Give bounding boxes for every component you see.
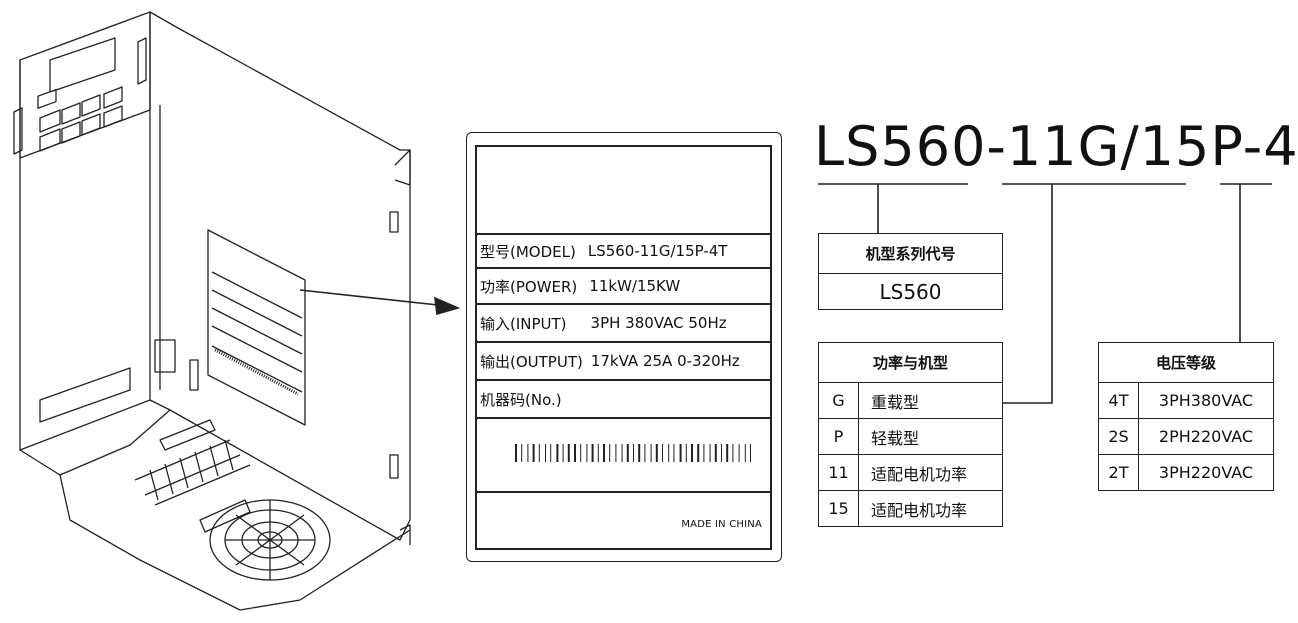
barcode-bar [574, 444, 576, 462]
barcode-bar [668, 444, 670, 462]
barcode-bar [655, 444, 658, 462]
barcode-bar [609, 444, 611, 462]
inverter-device-illustration [13, 11, 411, 611]
barcode-bar [603, 444, 605, 462]
model-code-title: LS560-11G/15P-4T [814, 115, 1298, 178]
barcode-bar [650, 444, 652, 462]
barcode-bar [697, 444, 700, 462]
power-code: P [818, 418, 859, 455]
power-desc: 适配电机功率 [858, 490, 1003, 527]
made-in-label: MADE IN CHINA [681, 519, 762, 530]
nameplate-key: 型号(MODEL) [480, 242, 576, 261]
barcode-bar [580, 444, 582, 462]
barcode-bar [714, 444, 717, 462]
series-code-table: 机型系列代号 LS560 [818, 233, 1003, 310]
voltage-code: 2T [1098, 454, 1139, 491]
barcode-bar [538, 444, 540, 462]
barcode-bar [679, 444, 682, 462]
nameplate-key: 机器码(No.) [480, 390, 562, 409]
barcode-bar [527, 444, 529, 462]
barcode-bar [638, 444, 641, 462]
power-code: 15 [818, 490, 859, 527]
nameplate-row-model: 型号(MODEL) LS560-11G/15P-4T [477, 235, 770, 269]
nameplate-row-output: 输出(OUTPUT) 17kVA 25A 0-320Hz [477, 343, 770, 381]
voltage-code: 2S [1098, 418, 1139, 455]
voltage-level-header: 电压等级 [1098, 342, 1274, 383]
barcode-bar [750, 444, 751, 462]
barcode-bar [597, 444, 599, 462]
power-desc: 适配电机功率 [858, 454, 1003, 491]
nameplate-value: 3PH 380VAC 50Hz [590, 314, 727, 332]
nameplate: 型号(MODEL) LS560-11G/15P-4T 功率(POWER) 11k… [466, 132, 782, 562]
barcode-bar [726, 444, 729, 462]
barcode-bar [567, 444, 570, 462]
voltage-desc: 3PH380VAC [1138, 382, 1274, 419]
barcode-bar [615, 444, 617, 462]
voltage-desc: 3PH220VAC [1138, 454, 1274, 491]
nameplate-row-power: 功率(POWER) 11kW/15KW [477, 269, 770, 305]
voltage-code: 4T [1098, 382, 1139, 419]
barcode-bar [644, 444, 646, 462]
nameplate-key: 输出(OUTPUT) [480, 352, 583, 371]
barcode-bar [744, 444, 746, 462]
power-code: G [818, 382, 859, 419]
barcode-bar [591, 444, 594, 462]
barcode-bar [703, 444, 705, 462]
nameplate-value: 11kW/15KW [589, 277, 681, 295]
power-type-header: 功率与机型 [818, 342, 1003, 383]
nameplate-key: 输入(INPUT) [480, 314, 567, 333]
barcode-bar [562, 444, 564, 462]
barcode-bar [621, 444, 623, 462]
series-code-header: 机型系列代号 [818, 233, 1003, 274]
nameplate-key: 功率(POWER) [480, 277, 578, 296]
nameplate-barcode-row [477, 419, 770, 493]
power-desc: 重载型 [858, 382, 1003, 419]
power-leader [1003, 184, 1053, 404]
voltage-desc: 2PH220VAC [1138, 418, 1274, 455]
barcode-bar [545, 444, 546, 462]
nameplate-row-input: 输入(INPUT) 3PH 380VAC 50Hz [477, 305, 770, 343]
barcode-bar [662, 444, 663, 462]
series-code-value: LS560 [818, 273, 1003, 310]
barcode-bar [673, 444, 675, 462]
nameplate-row-serial: 机器码(No.) [477, 381, 770, 419]
nameplate-value: LS560-11G/15P-4T [587, 242, 728, 260]
barcode-bar [709, 444, 711, 462]
barcode-bar [532, 444, 535, 462]
barcode-bar [738, 444, 740, 462]
barcode-bar [732, 444, 734, 462]
barcode-bar [550, 444, 552, 462]
barcode-bar [521, 444, 523, 462]
barcode-bar [626, 444, 629, 462]
nameplate-blank-top [477, 147, 770, 235]
nameplate-frame: 型号(MODEL) LS560-11G/15P-4T 功率(POWER) 11k… [475, 145, 772, 550]
barcode-image [515, 444, 751, 462]
barcode-bar [691, 444, 693, 462]
power-desc: 轻载型 [858, 418, 1003, 455]
barcode-bar [633, 444, 634, 462]
barcode-bar [586, 444, 588, 462]
barcode-bar [556, 444, 559, 462]
barcode-bar [721, 444, 722, 462]
power-code: 11 [818, 454, 859, 491]
barcode-bar [685, 444, 687, 462]
nameplate-value: 17kVA 25A 0-320Hz [590, 352, 740, 370]
barcode-bar [515, 444, 517, 462]
